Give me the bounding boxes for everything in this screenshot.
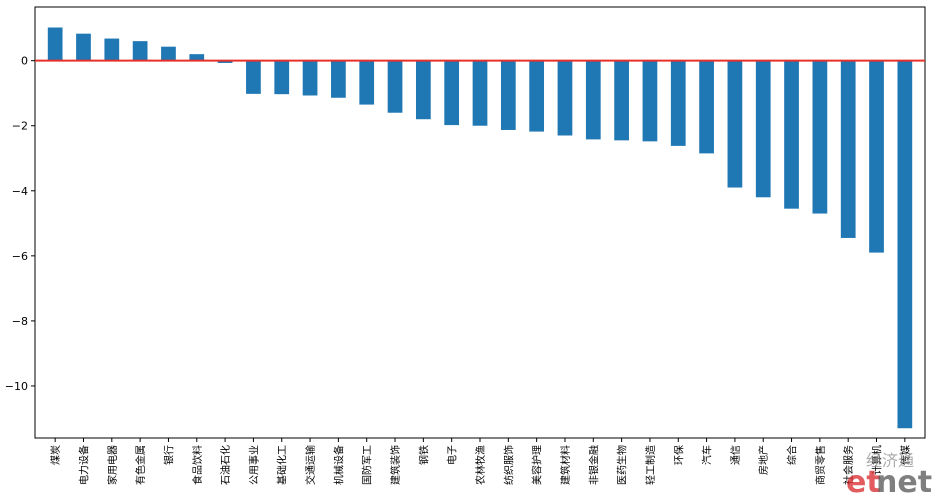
bar-21 — [642, 60, 658, 142]
bar-25 — [755, 60, 771, 198]
bars-group — [47, 27, 913, 429]
bar-14 — [444, 60, 460, 126]
x-tick-label: 综合 — [786, 445, 799, 465]
x-tick-label: 纺织服饰 — [502, 445, 515, 485]
watermark-cn-text: 经济通 — [866, 451, 914, 470]
bar-11 — [359, 60, 375, 105]
x-tick-label: 交通运输 — [304, 445, 317, 485]
x-tick-label: 银行 — [162, 445, 175, 465]
x-tick-label: 家用电器 — [106, 445, 119, 485]
x-tick-label: 建筑装饰 — [389, 445, 402, 485]
bar-12 — [387, 60, 403, 113]
x-tick-label: 汽车 — [701, 445, 714, 465]
bar-9 — [302, 60, 318, 96]
y-tick-label: −8 — [12, 315, 28, 328]
x-tick-label: 社会服务 — [842, 445, 855, 485]
x-tick-label: 电力设备 — [77, 445, 90, 485]
y-tick-label: −10 — [5, 380, 28, 393]
bar-24 — [727, 60, 743, 188]
bar-10 — [331, 60, 346, 98]
bar-16 — [500, 60, 516, 130]
x-tick-label: 国防军工 — [361, 445, 374, 485]
x-tick-label: 有色金属 — [134, 445, 147, 485]
bar-19 — [585, 60, 601, 140]
y-tick-label: 0 — [21, 55, 28, 68]
x-tick-label: 建筑材料 — [559, 445, 572, 485]
x-tick-label: 非银金融 — [587, 445, 600, 485]
bar-26 — [784, 60, 799, 209]
x-axis: 煤炭 电力设备 家用电器 有色金属 银行 食品饮料 石油石化 公用事业 基础化工 交通运输 机械设备… — [49, 438, 912, 485]
bar-17 — [529, 60, 545, 132]
y-tick-label: −2 — [12, 120, 28, 133]
bar-15 — [472, 60, 488, 126]
bar-5 — [189, 54, 205, 61]
x-tick-label: 基础化工 — [276, 445, 289, 485]
x-tick-label: 医药生物 — [616, 445, 629, 485]
bar-29 — [869, 60, 884, 253]
watermark-et-text: et — [846, 465, 881, 496]
bar-23 — [699, 60, 714, 154]
x-tick-label: 商贸零售 — [814, 445, 827, 485]
x-tick-label: 机械设备 — [332, 445, 345, 485]
x-tick-label: 轻工制造 — [644, 445, 657, 485]
x-tick-label: 通信 — [730, 445, 742, 465]
y-axis: 0 −2 −4 −6 −8 −10 — [5, 55, 35, 393]
bar-0 — [47, 27, 63, 61]
x-tick-label: 钢铁 — [417, 445, 430, 465]
x-tick-label: 食品饮料 — [191, 445, 204, 485]
bar-30 — [897, 60, 913, 429]
x-tick-label: 环保 — [672, 445, 685, 465]
bar-13 — [415, 60, 431, 120]
bar-22 — [670, 60, 686, 146]
x-tick-label: 计算机 — [871, 445, 884, 475]
bar-20 — [614, 60, 629, 141]
bar-18 — [557, 60, 573, 136]
bar-2 — [104, 38, 120, 61]
bar-28 — [840, 60, 856, 238]
y-tick-label: −6 — [12, 250, 28, 263]
x-tick-label: 美容护理 — [531, 445, 544, 485]
x-tick-label: 农林牧渔 — [474, 445, 487, 485]
watermark-net-text: net — [876, 465, 932, 496]
bar-6 — [217, 60, 233, 63]
bar-8 — [274, 60, 290, 95]
x-tick-label: 公用事业 — [247, 445, 260, 485]
bar-3 — [132, 41, 148, 61]
bar-27 — [812, 60, 828, 214]
watermark-logo: 经济通 et net — [846, 451, 932, 496]
bar-4 — [161, 46, 176, 61]
bar-7 — [246, 60, 261, 94]
bar-1 — [76, 33, 91, 61]
x-tick-label: 煤炭 — [49, 445, 62, 465]
x-tick-label: 房地产 — [757, 445, 770, 475]
x-tick-label: 传媒 — [900, 445, 912, 465]
x-tick-label: 石油石化 — [219, 445, 232, 485]
x-tick-label: 电子 — [446, 445, 459, 465]
y-tick-label: −4 — [12, 185, 28, 198]
